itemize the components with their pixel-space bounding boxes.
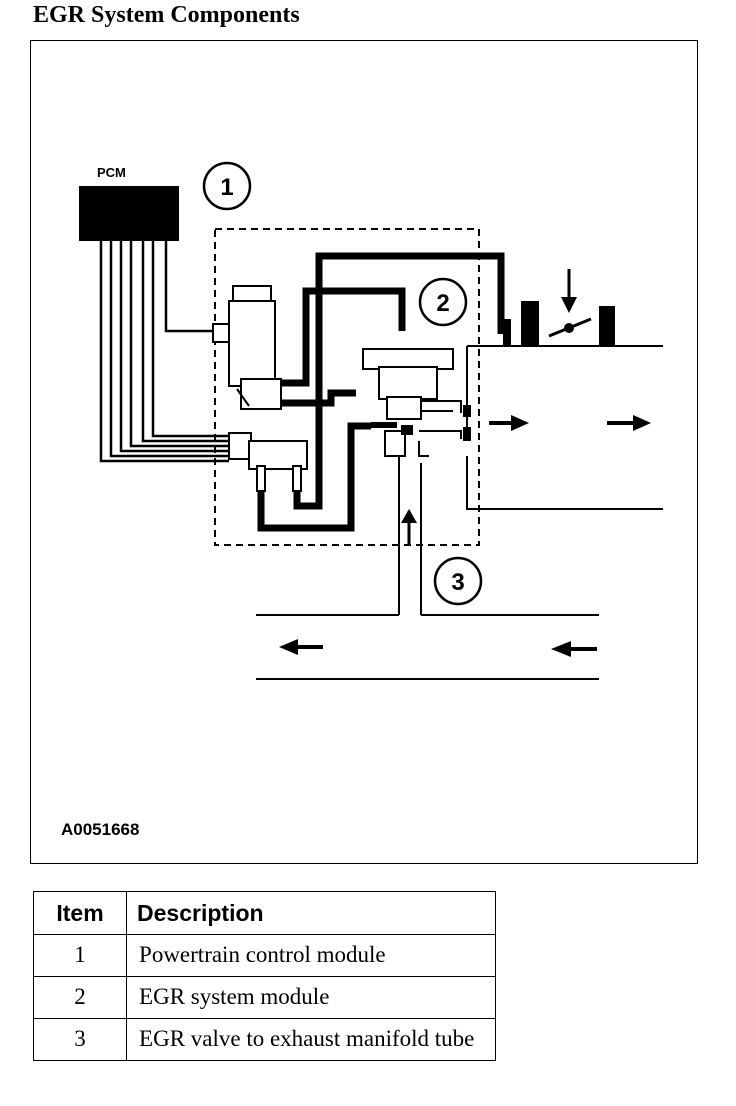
vacuum-hoses [257,252,505,532]
header-description: Description [126,891,496,935]
item-description: EGR valve to exhaust manifold tube [126,1018,496,1061]
item-description: EGR system module [126,976,496,1019]
pcm-block [79,186,179,241]
callout-2: 2 [418,277,468,327]
pcm-wiring [99,241,229,463]
flow-arrows [279,415,651,657]
callout-3-label: 3 [451,569,464,596]
table-row: 3 EGR valve to exhaust manifold tube [32,1018,496,1061]
table-header-row: Item Description [32,891,496,935]
egr-module-boundary [214,228,480,546]
exhaust-manifold [256,614,599,680]
page-title: EGR System Components [33,2,300,28]
item-number: 1 [32,934,128,977]
item-description: Powertrain control module [126,934,496,977]
item-number: 2 [32,976,128,1019]
table-row: 1 Powertrain control module [32,934,496,977]
egr-diagram: PCM [61,161,663,839]
pcm-label: PCM [97,165,126,180]
upper-solenoid [212,285,282,410]
lower-solenoid [228,432,308,492]
callout-1-label: 1 [220,174,233,201]
figure-id: A0051668 [61,820,139,839]
table-row: 2 EGR system module [32,976,496,1019]
intake-manifold [466,345,663,510]
throttle-body [503,269,615,346]
item-description-table: Item Description 1 Powertrain control mo… [32,891,496,1061]
item-number: 3 [32,1018,128,1061]
egr-valve [362,348,454,457]
callout-1: 1 [202,161,252,211]
callout-2-label: 2 [436,290,449,317]
header-item: Item [32,891,128,935]
callout-3: 3 [433,556,483,606]
intake-passages [418,400,462,457]
egr-diagram-figure: PCM [30,40,698,864]
exhaust-tube [398,456,422,615]
